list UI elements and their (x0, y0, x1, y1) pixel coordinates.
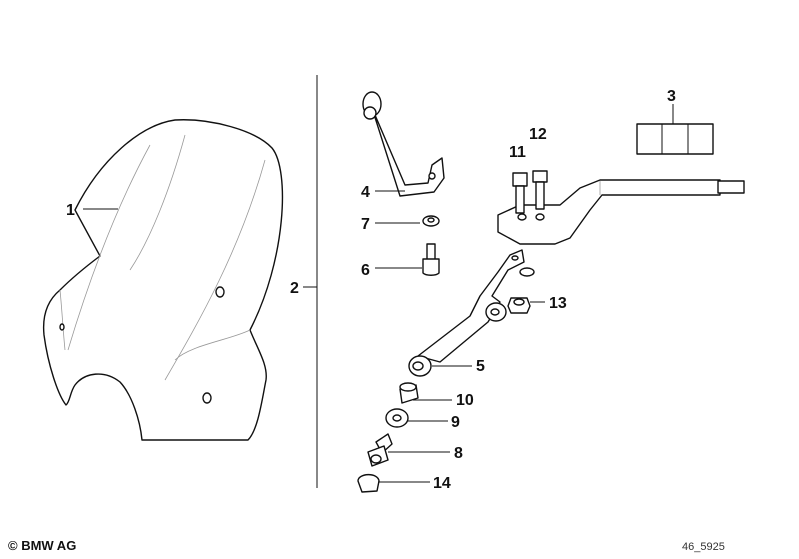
callout-4: 4 (361, 184, 370, 201)
leader-lines (83, 104, 674, 483)
screw-11-part (512, 172, 528, 214)
spacer-part (399, 382, 419, 404)
upper-bracket-part (362, 91, 445, 197)
lower-bracket-part (408, 249, 525, 377)
washer-part (422, 215, 440, 227)
callout-2: 2 (290, 280, 299, 297)
rubber-washer-part (385, 408, 409, 428)
callout-labels: 1 2 3 4 5 6 7 8 9 10 11 12 13 14 (66, 88, 676, 492)
small-washer-part (519, 267, 535, 277)
callout-11: 11 (509, 144, 526, 161)
drawing-id: 46_5925 (682, 541, 725, 553)
callout-13: 13 (549, 295, 567, 312)
callout-5: 5 (476, 358, 485, 375)
cap-part (357, 473, 380, 493)
callout-3: 3 (667, 88, 676, 105)
callout-9: 9 (451, 414, 460, 431)
screw-12-part (532, 170, 548, 210)
callout-6: 6 (361, 262, 370, 279)
rubber-pad-part (636, 123, 714, 155)
callout-7: 7 (361, 216, 370, 233)
copyright-text: © BMW AG (8, 538, 77, 553)
callout-1: 1 (66, 202, 75, 219)
bolt-part (367, 433, 393, 467)
nut-part (507, 297, 531, 314)
callout-14: 14 (433, 475, 451, 492)
callout-12: 12 (529, 126, 547, 143)
mounting-tube-part (497, 179, 745, 245)
callout-10: 10 (456, 392, 474, 409)
assembly-bracket-line (305, 75, 318, 488)
screw-part (422, 243, 440, 276)
callout-8: 8 (454, 445, 463, 462)
windshield-part (42, 119, 284, 441)
